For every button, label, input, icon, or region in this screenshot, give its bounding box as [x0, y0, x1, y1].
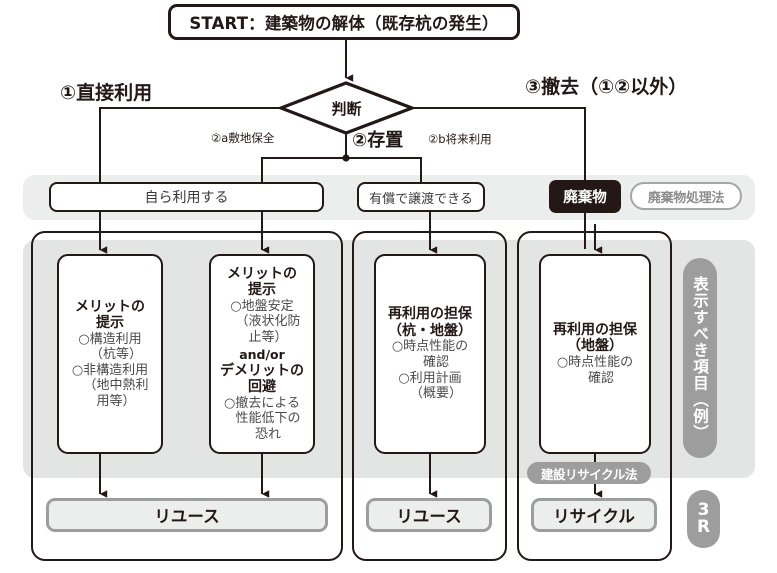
card-1-item-1: （杭等） [89, 347, 142, 363]
label-3r-top: 3 [697, 500, 710, 520]
card-3-list: ○時点性能の 確認 ○利用計画 （概要） [392, 339, 468, 401]
sublabel-site-preservation: ②a敷地保全 [211, 131, 275, 145]
label-display-items: 表示すべき項目（例） [683, 258, 717, 458]
badge-waste: 廃棄物 [549, 180, 621, 213]
card-2-item2-0: ○撤去による [224, 395, 300, 411]
label-3r-bottom: R [696, 517, 711, 537]
column-frame-retain [352, 231, 507, 561]
card-4-list: ○時点性能の 確認 [557, 355, 633, 386]
card-2-item-2: 止等） [248, 329, 288, 345]
card-3-item-0: ○時点性能の [391, 339, 469, 355]
card-merit-structural: メリットの 提示 ○構造利用 （杭等） ○非構造利用 （地中熱利 用等） [57, 254, 163, 454]
card-4-title2: （地盤） [567, 338, 623, 355]
card-1-item-2: ○非構造利用 [71, 362, 149, 378]
card-3-title2: （杭・地盤） [388, 322, 472, 339]
card-2-title2: 提示 [248, 282, 276, 299]
condition-paid-transfer-label: 有償で譲渡できる [369, 191, 473, 207]
column-frame-removal [517, 231, 672, 561]
card-2-title4: 回避 [248, 379, 276, 396]
start-box: START：建築物の解体（既存杭の発生） [168, 4, 520, 40]
branch-label-direct-use: ①直接利用 [60, 82, 153, 104]
result-recycle-label: リサイクル [553, 507, 635, 526]
card-reuse-guarantee-pile-ground: 再利用の担保 （杭・地盤） ○時点性能の 確認 ○利用計画 （概要） [374, 254, 486, 454]
card-1-title2: 提示 [96, 315, 124, 332]
card-2-item2-2: 恐れ [254, 426, 281, 442]
label-3r: 3 R [687, 490, 720, 548]
card-1-item-3: （地中熱利 [83, 378, 149, 394]
result-recycle: リサイクル [531, 498, 657, 532]
card-reuse-guarantee-ground: 再利用の担保 （地盤） ○時点性能の 確認 [539, 254, 651, 454]
badge-waste-disposal-law-label: 廃棄物処理法 [647, 190, 725, 206]
card-1-item-4: 用等） [96, 393, 136, 409]
card-3-item-1: 確認 [422, 354, 449, 370]
result-reuse-direct: リユース [46, 498, 328, 532]
badge-waste-label: 廃棄物 [563, 190, 607, 206]
condition-self-use: 自ら利用する [49, 182, 324, 212]
card-1-title: メリットの [75, 298, 145, 315]
condition-paid-transfer: 有償で譲渡できる [357, 182, 485, 212]
badge-construction-recycle-law-label: 建設リサイクル法 [540, 466, 638, 482]
card-4-item-0: ○時点性能の [556, 354, 634, 370]
card-3-item-3: （概要） [409, 386, 462, 402]
card-merit-demerit-ground: メリットの 提示 ○地盤安定 （液状化防 止等） and/or デメリットの 回… [209, 254, 315, 454]
card-2-list-a: ○地盤安定 （液状化防 止等） [223, 299, 300, 346]
card-2-title3: デメリットの [220, 362, 304, 379]
card-3-item-2: ○利用計画 [398, 370, 462, 386]
decision-label: 判断 [331, 99, 362, 118]
card-4-item-1: 確認 [587, 370, 614, 386]
card-2-connector: and/or [239, 346, 285, 362]
branch-label-retain: ②存置 [352, 130, 404, 151]
condition-self-use-label: 自ら利用する [144, 190, 229, 206]
card-2-item-0: ○地盤安定 [230, 298, 294, 314]
branch-label-removal: ③撤去（①②以外） [525, 76, 688, 98]
result-reuse-direct-label: リユース [154, 507, 220, 526]
result-reuse-retain-label: リユース [396, 507, 462, 526]
column-frame-direct-use [31, 231, 343, 561]
card-2-item2-1: 性能低下の [235, 411, 301, 427]
start-label: START：建築物の解体（既存杭の発生） [189, 14, 499, 33]
card-2-list-b: ○撤去による 性能低下の 恐れ [223, 395, 301, 443]
badge-construction-recycle-law: 建設リサイクル法 [527, 462, 651, 484]
card-2-item-1: （液状化防 [235, 314, 301, 330]
result-reuse-retain: リユース [366, 498, 492, 532]
label-display-items-text: 表示すべき項目（例） [691, 275, 709, 441]
card-4-title: 再利用の担保 [553, 321, 637, 338]
card-2-title: メリットの [227, 265, 297, 282]
badge-waste-disposal-law: 廃棄物処理法 [630, 182, 742, 210]
card-1-list: ○構造利用 （杭等） ○非構造利用 （地中熱利 用等） [71, 331, 149, 410]
sublabel-future-use: ②b将来利用 [428, 132, 492, 146]
decision-diamond: 判断 [281, 83, 412, 133]
card-3-title: 再利用の担保 [388, 306, 472, 323]
card-1-item-0: ○構造利用 [78, 331, 142, 347]
